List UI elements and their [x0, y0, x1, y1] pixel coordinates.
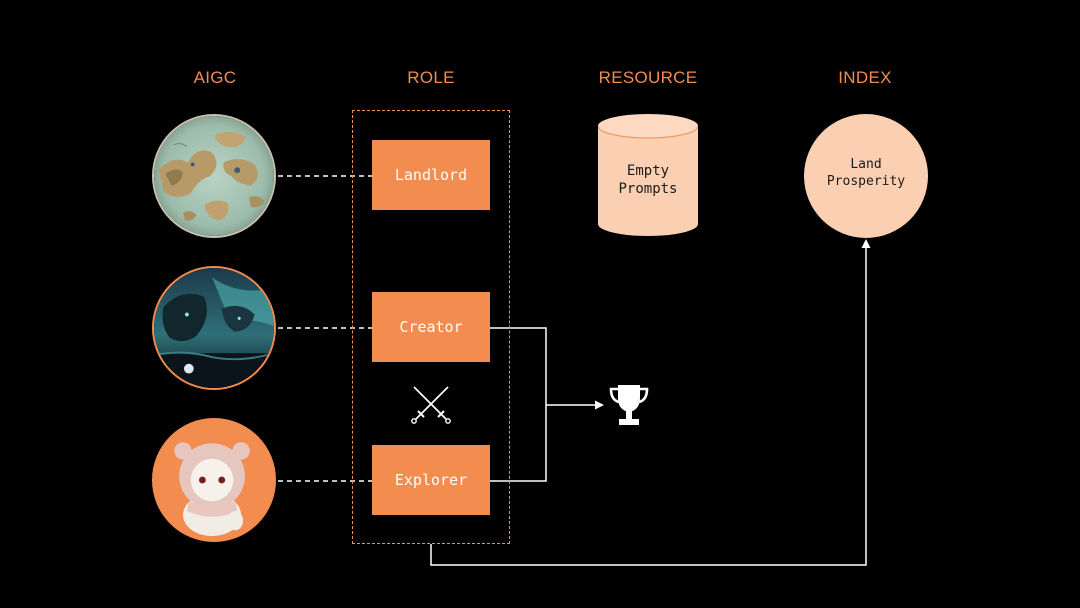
role-group-frame — [352, 110, 510, 544]
mascot-illustration — [154, 420, 274, 540]
header-aigc: AIGC — [193, 68, 237, 87]
role-creator-box[interactable]: Creator — [372, 292, 490, 362]
header-role: ROLE — [407, 68, 455, 87]
aigc-mascot-image — [152, 418, 276, 542]
header-resource: RESOURCE — [598, 68, 698, 87]
resource-empty-prompts-label: Empty Prompts — [618, 163, 678, 197]
dragon-illustration — [154, 268, 274, 388]
aigc-map-image — [152, 114, 276, 238]
arrowhead-index — [861, 239, 871, 248]
trophy-icon — [609, 385, 649, 425]
map-illustration — [154, 116, 274, 236]
role-landlord-box[interactable]: Landlord — [372, 140, 490, 210]
header-index: INDEX — [838, 68, 892, 87]
arrowhead-trophy — [595, 400, 604, 410]
index-land-prosperity-node[interactable]: Land Prosperity — [804, 114, 928, 238]
role-explorer-box[interactable]: Explorer — [372, 445, 490, 515]
database-cylinder-icon — [598, 114, 698, 236]
crossed-swords-icon — [411, 386, 451, 424]
aigc-dragon-image — [152, 266, 276, 390]
